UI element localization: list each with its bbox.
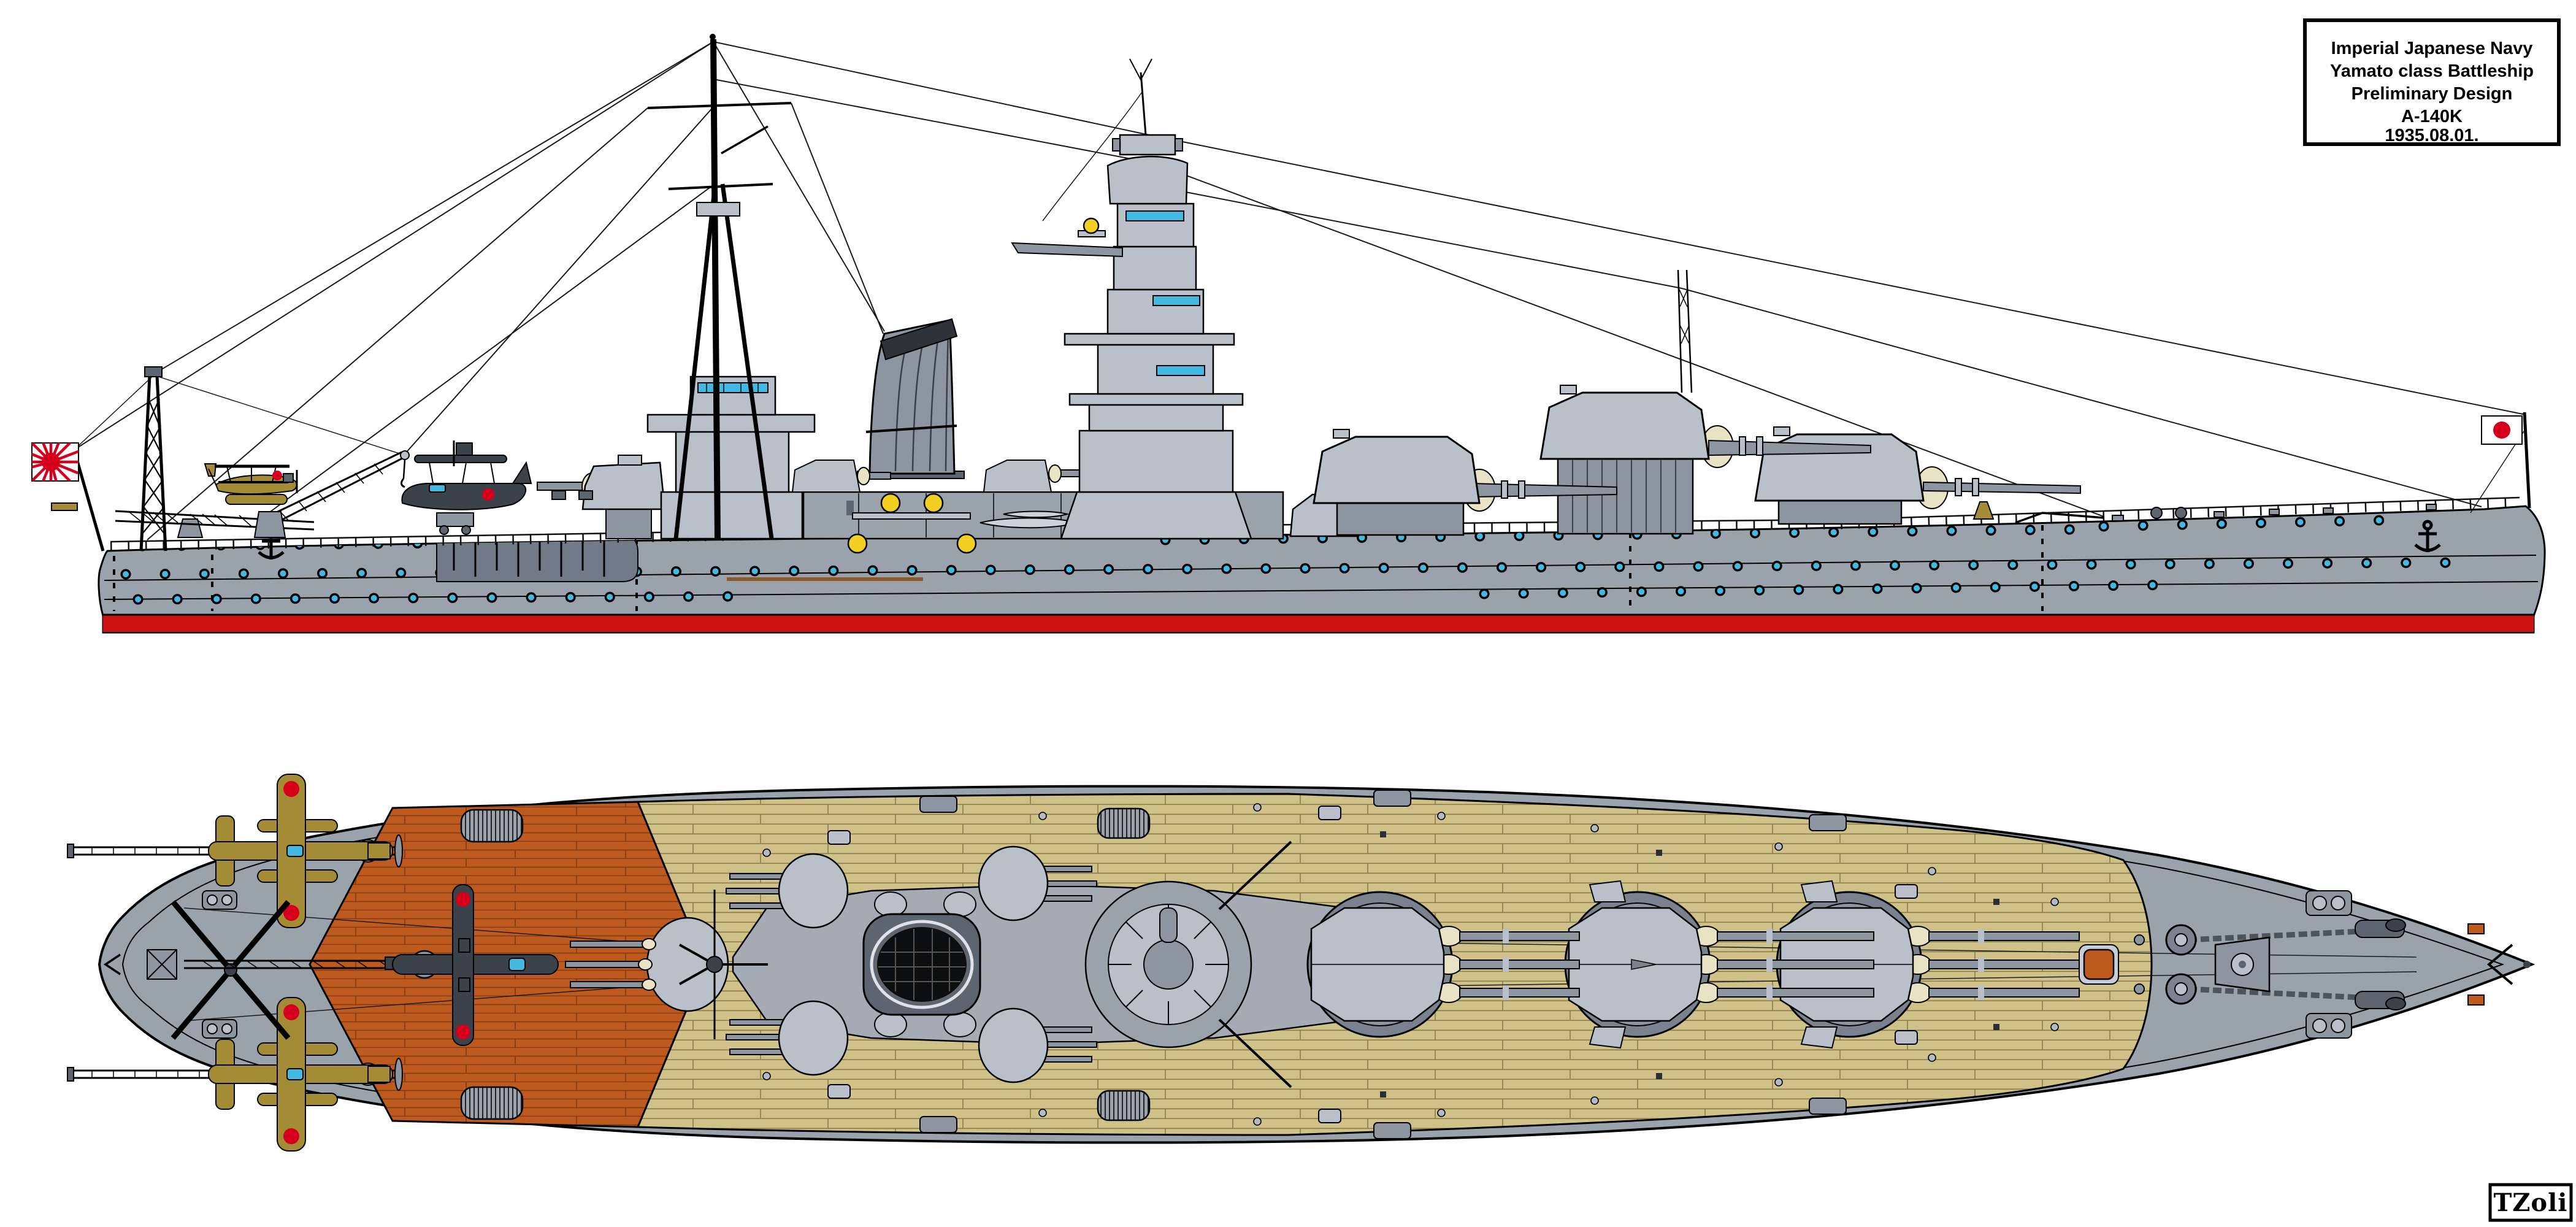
pagoda-bridge-tower — [1011, 58, 1252, 540]
top-deck-plan-view — [67, 774, 2536, 1152]
plan-secondary-turrets — [726, 845, 1097, 1083]
stern-ensign-flag-icon — [31, 442, 105, 552]
artist-signature: TZoli — [2488, 1183, 2573, 1222]
plan-stowed-plane — [385, 884, 559, 1046]
plan-aft-secondary-turret — [565, 917, 729, 1012]
hull-drain-panel — [436, 534, 638, 582]
plan-forecastle — [2079, 890, 2531, 1039]
searchlights — [847, 493, 977, 554]
title-line-1: Imperial Japanese Navy — [2331, 39, 2533, 58]
plan-pagoda-tower — [1084, 840, 1292, 1088]
plan-mainmast — [679, 890, 768, 1039]
midship-secondary-turret — [983, 460, 1085, 493]
rigging-lines — [74, 41, 2526, 540]
bow-jack-flag-icon — [2470, 412, 2531, 513]
plan-floatplane-starboard — [208, 997, 403, 1152]
stern-floatplane — [204, 463, 298, 538]
ships-boat — [1003, 510, 1070, 518]
plan-main-turret-2 — [1564, 880, 1874, 1049]
funnel — [847, 318, 977, 554]
title-box: Imperial Japanese Navy Yamato class Batt… — [2303, 18, 2561, 146]
waterline-stripe — [98, 615, 2542, 632]
main-turret-3 — [1754, 426, 2081, 525]
plan-main-turret-1 — [1306, 891, 1580, 1038]
title-line-5: 1935.08.01. — [2385, 126, 2478, 145]
plan-floatplane-port — [208, 774, 403, 928]
tripod-mainmast — [647, 34, 792, 540]
plan-funnel — [862, 913, 981, 1016]
signature-text: TZoli — [2493, 1188, 2567, 1217]
bow-anchor-icon — [2414, 520, 2441, 552]
deck-gratings — [460, 807, 1151, 1121]
side-profile-view — [31, 34, 2546, 634]
plan-stern-fittings — [103, 890, 237, 1039]
flying-boat — [401, 440, 532, 535]
aft-superstructure-tower — [646, 375, 816, 540]
plan-deck-fittings — [762, 790, 2059, 1139]
forecastle-fittings — [51, 490, 2437, 524]
main-turret-2 — [1539, 269, 1871, 535]
title-line-4: A-140K — [2401, 107, 2463, 126]
roundel-icon — [272, 471, 282, 480]
midship-secondary-turret — [791, 460, 891, 493]
main-turret-1 — [1313, 429, 1617, 536]
title-line-2: Yamato class Battleship — [2330, 61, 2534, 81]
title-line-3: Preliminary Design — [2352, 84, 2513, 104]
roundel-icon — [482, 488, 494, 501]
